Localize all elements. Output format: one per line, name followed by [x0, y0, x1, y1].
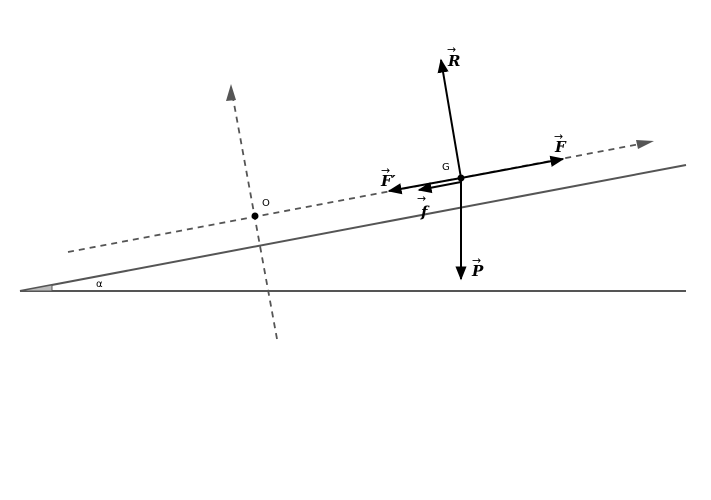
point-g: [457, 174, 465, 182]
label-f-small-arrow: →: [417, 192, 426, 205]
label-p: P: [471, 262, 484, 280]
label-alpha: α: [96, 279, 103, 290]
label-r-arrow: →: [447, 43, 456, 56]
vector-f: [460, 155, 565, 179]
label-f-group: → F: [554, 130, 567, 156]
label-o: O: [262, 198, 270, 209]
point-o: [251, 212, 259, 220]
label-p-arrow: →: [472, 254, 481, 267]
label-f-prime: F′: [380, 172, 396, 190]
label-f-arrow: →: [554, 130, 563, 143]
label-r: R: [447, 52, 460, 70]
label-f-small-group: → f: [417, 192, 430, 221]
inclined-plane-line: [19, 164, 687, 292]
dashed-axis-perpendicular-arrowhead: [226, 84, 236, 101]
vector-f-small: [417, 181, 462, 194]
label-f-prime-arrow: →: [381, 164, 390, 177]
vector-r: [437, 58, 462, 179]
label-f-small: f: [420, 203, 430, 221]
label-p-group: → P: [471, 254, 484, 280]
label-g: G: [442, 162, 450, 173]
dashed-axis-parallel-arrowhead: [636, 140, 654, 149]
angle-wedge: [19, 284, 53, 292]
label-r-group: → R: [447, 43, 460, 70]
label-f-prime-group: → F′: [380, 164, 396, 190]
label-f: F: [554, 138, 567, 156]
